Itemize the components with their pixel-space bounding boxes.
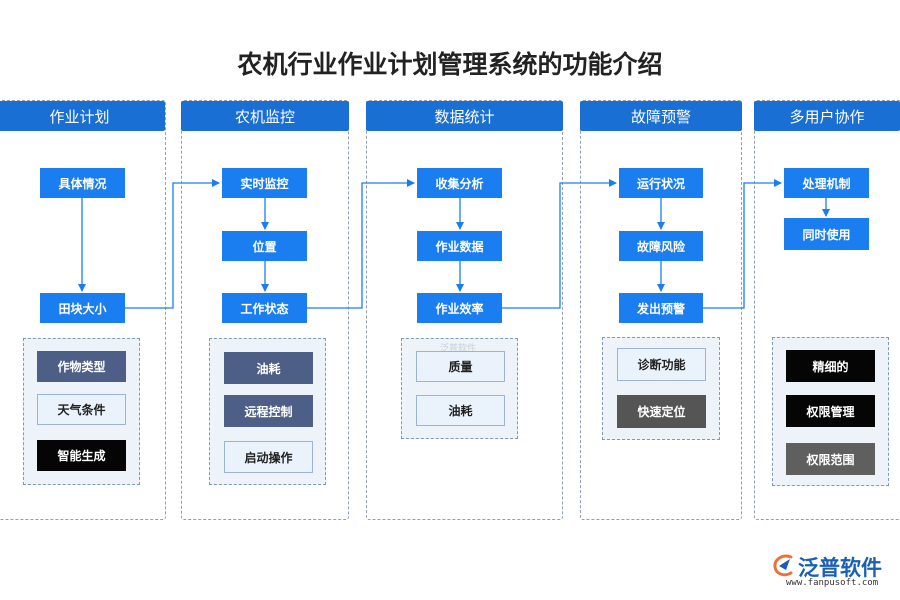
connector-monitor-to-stats <box>307 179 415 309</box>
column-frame-monitor <box>181 100 349 520</box>
chip-remote-control: 远程控制 <box>224 395 313 427</box>
chip-smart-generate: 智能生成 <box>37 440 126 471</box>
node-specific-situation: 具体情况 <box>40 168 125 198</box>
chip-diagnose: 诊断功能 <box>617 348 706 381</box>
column-frame-collab <box>754 100 900 520</box>
logo-name: 泛普软件 <box>798 556 882 580</box>
node-work-efficiency: 作业效率 <box>417 293 502 323</box>
chip-weather: 天气条件 <box>37 394 126 425</box>
column-header-alert: 故障预警 <box>580 101 742 131</box>
node-simultaneous-use: 同时使用 <box>784 218 869 250</box>
node-work-status: 工作状态 <box>222 293 307 323</box>
chip-permission-management: 权限管理 <box>786 395 875 427</box>
page-title: 农机行业作业计划管理系统的功能介绍 <box>237 50 663 79</box>
node-fault-risk: 故障风险 <box>619 231 703 261</box>
column-frame-stats <box>366 100 563 520</box>
column-frame-plan <box>0 100 166 520</box>
node-send-warning: 发出预警 <box>619 293 703 323</box>
connector-alert-to-collab <box>703 179 782 309</box>
column-header-plan: 作业计划 <box>0 101 165 131</box>
node-work-data: 作业数据 <box>417 231 502 261</box>
node-processing-mechanism: 处理机制 <box>784 168 869 198</box>
connector-plan-to-monitor <box>124 179 220 309</box>
chip-crop-type: 作物类型 <box>37 351 126 382</box>
chip-quality: 质量 <box>416 351 505 382</box>
chip-quick-locate: 快速定位 <box>617 395 706 428</box>
chip-permission-scope: 权限范围 <box>786 443 875 475</box>
chip-fuel: 油耗 <box>224 352 313 384</box>
chip-fuel-stats: 油耗 <box>416 395 505 426</box>
logo-url: www.fanpusoft.com <box>786 578 879 588</box>
watermark-text: 泛普软件 <box>440 344 477 354</box>
column-header-monitor: 农机监控 <box>181 101 349 131</box>
node-running-status: 运行状况 <box>619 168 703 198</box>
node-realtime-monitor: 实时监控 <box>222 168 307 198</box>
column-header-collab: 多用户协作 <box>754 101 900 131</box>
node-collect-analyze: 收集分析 <box>417 168 502 198</box>
node-field-size: 田块大小 <box>40 293 125 323</box>
node-location: 位置 <box>222 231 307 261</box>
column-frame-alert <box>580 100 742 520</box>
fanpu-logo-icon <box>771 553 797 579</box>
connector-stats-to-alert <box>502 179 617 309</box>
chip-fine-grained: 精细的 <box>786 350 875 382</box>
column-header-stats: 数据统计 <box>366 101 563 131</box>
chip-start-operation: 启动操作 <box>224 441 313 473</box>
